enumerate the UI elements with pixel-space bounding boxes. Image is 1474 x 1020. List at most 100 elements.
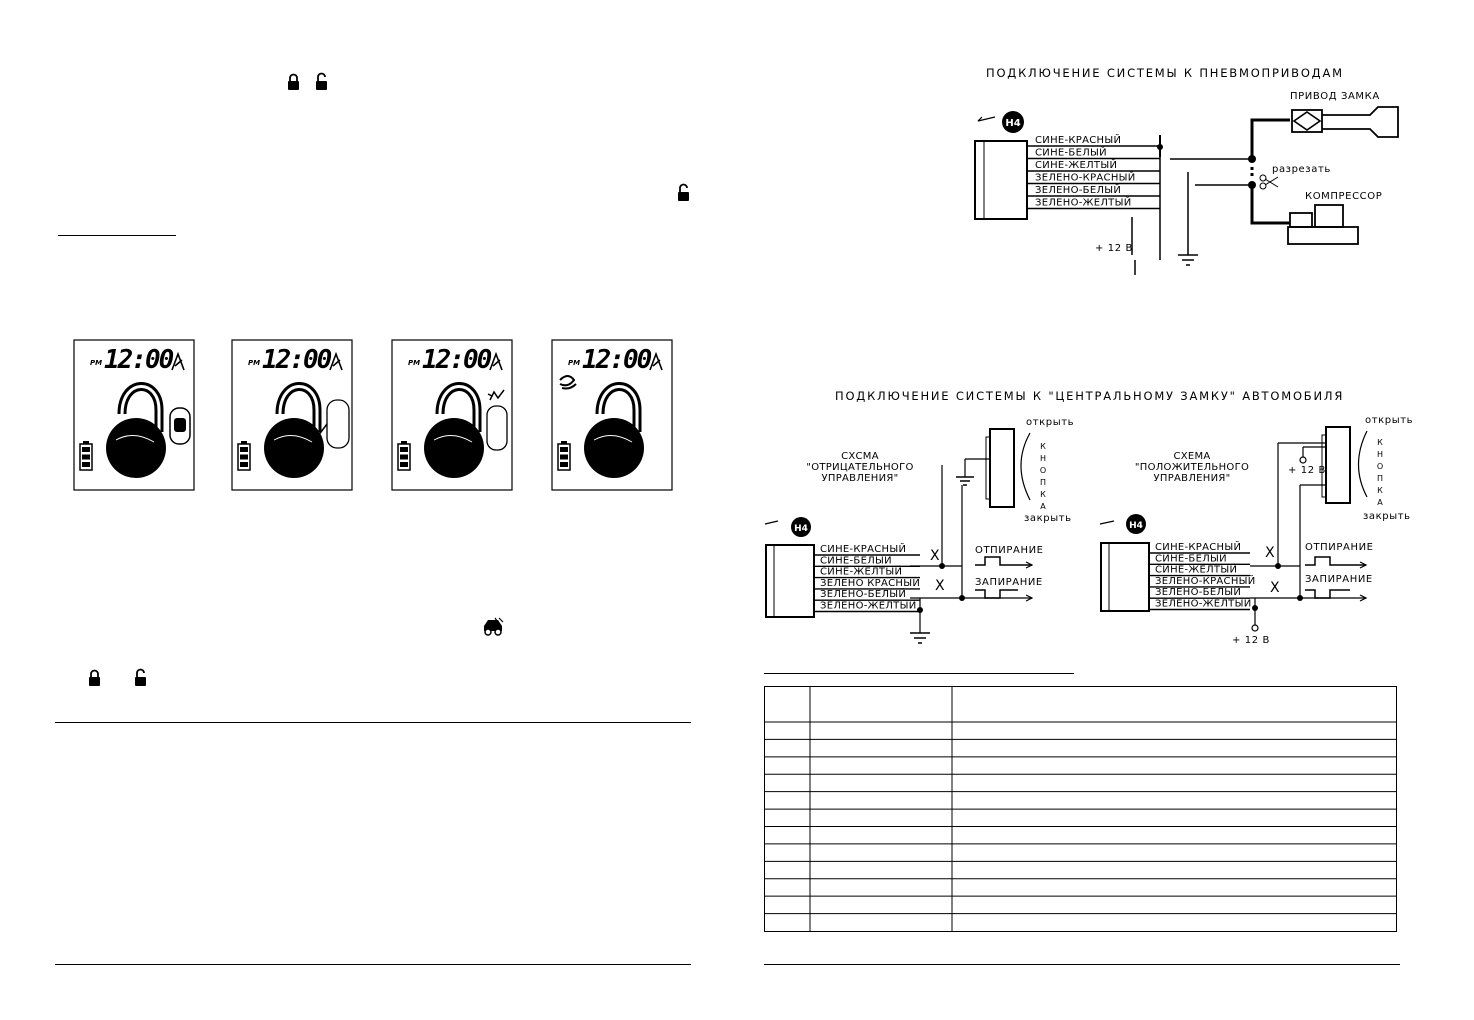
- svg-text:H4: H4: [1129, 521, 1143, 531]
- lock-actuator-label: ПРИВОД ЗАМКА: [1290, 91, 1380, 102]
- wire-label: СИНЕ-ЖЕЛТЫЙ: [1035, 158, 1117, 171]
- svg-text:"ПОЛОЖИТЕЛЬНОГО: "ПОЛОЖИТЕЛЬНОГО: [1135, 462, 1249, 473]
- connector-block: [974, 140, 1028, 220]
- svg-text:PM: PM: [408, 359, 420, 367]
- wire-label: ЗЕЛЕНО-КРАСНЫЙ: [1035, 171, 1136, 184]
- padlock-body: [584, 418, 644, 478]
- antenna-icon: [489, 351, 503, 371]
- padlock-shackle-icon: [435, 382, 482, 432]
- padlock-unlocked-icon: [316, 72, 327, 90]
- compressor-label: КОМПРЕССОР: [1305, 191, 1382, 202]
- lcd-time: 12:00: [582, 345, 652, 375]
- padlock-unlocked-icon: [135, 668, 146, 686]
- padlock-body: [424, 418, 484, 478]
- svg-text:открыть: открыть: [1026, 417, 1074, 428]
- wire-label: СИНЕ-БЕЛЫЙ: [820, 553, 892, 566]
- svg-text:ОТПИРАНИЕ: ОТПИРАНИЕ: [1305, 542, 1374, 553]
- padlock-shackle-icon: [117, 382, 164, 432]
- lcd-time: 12:00: [104, 345, 174, 375]
- button-letter: К: [1377, 438, 1383, 447]
- svg-text:X: X: [1270, 580, 1280, 596]
- svg-text:ОТПИРАНИЕ: ОТПИРАНИЕ: [975, 545, 1044, 556]
- button-letter: П: [1377, 474, 1383, 483]
- pos-button-body: [1325, 426, 1351, 504]
- siren-icon: [559, 375, 577, 390]
- antenna-icon: [329, 351, 343, 371]
- button-letter: Н: [1377, 450, 1383, 459]
- wire-label: СИНЕ-БЕЛЫЙ: [1155, 551, 1227, 564]
- central-title: ПОДКЛЮЧЕНИЕ СИСТЕМЫ К "ЦЕНТРАЛЬНОМУ ЗАМК…: [835, 389, 1344, 403]
- battery-icon: [397, 441, 411, 471]
- svg-text:X: X: [930, 548, 940, 564]
- wire-label: ЗЕЛЕНО-ЖЕЛТЫЙ: [1155, 597, 1252, 610]
- wire-label: СИНЕ-КРАСНЫЙ: [1035, 133, 1121, 146]
- footer-line-left: [55, 964, 691, 965]
- neg-button-body: [989, 428, 1015, 508]
- section-underline: [58, 235, 176, 236]
- button-letter: О: [1040, 466, 1046, 475]
- antenna-icon: [171, 351, 185, 371]
- button-letter: О: [1377, 462, 1383, 471]
- padlock-locked-icon: [288, 73, 299, 90]
- pneumo-diagram: ПОДКЛЮЧЕНИЕ СИСТЕМЫ К ПНЕВМОПРИВОДАМ H4 …: [974, 66, 1399, 275]
- button-letter: Н: [1040, 454, 1046, 463]
- negative-scheme: СХСМА "ОТРИЦАТЕЛЬНОГО УПРАВЛЕНИЯ" H4 СИН…: [764, 417, 1074, 644]
- button-letter: П: [1040, 478, 1046, 487]
- pneumo-title: ПОДКЛЮЧЕНИЕ СИСТЕМЫ К ПНЕВМОПРИВОДАМ: [986, 66, 1344, 80]
- wire-label: ЗЕЛЕНО-ЖЕЛТЫЙ: [820, 599, 917, 612]
- svg-text:закрыть: закрыть: [1363, 511, 1411, 522]
- battery-icon: [79, 441, 93, 471]
- neg-connector-block: [765, 544, 815, 618]
- wire-label: СИНЕ-ЖЕЛТЫЙ: [820, 565, 902, 578]
- svg-text:УПРАВЛЕНИЯ": УПРАВЛЕНИЯ": [1153, 473, 1230, 484]
- svg-text:ЗАПИРАНИЕ: ЗАПИРАНИЕ: [1305, 574, 1373, 585]
- battery-icon: [557, 441, 571, 471]
- svg-text:+ 12 В: + 12 В: [1288, 465, 1326, 476]
- wire-label: ЗЕЛЕНО-КРАСНЫЙ: [1155, 574, 1256, 587]
- car-alarm-icon: [484, 617, 504, 636]
- padlock-shackle-icon: [595, 382, 642, 432]
- footer-line-right: [764, 964, 1400, 965]
- padlock-body: [264, 418, 324, 478]
- svg-text:X: X: [935, 578, 945, 594]
- svg-text:СХСМА: СХСМА: [841, 451, 879, 462]
- button-letter: К: [1377, 486, 1383, 495]
- wire-label: ЗЕЛЕНО-БЕЛЫЙ: [1035, 183, 1121, 196]
- positive-scheme: СХЕМА "ПОЛОЖИТЕЛЬНОГО УПРАВЛЕНИЯ" H4 СИН…: [1099, 415, 1413, 646]
- button-letter: А: [1040, 502, 1046, 511]
- wire-table: [764, 686, 1397, 932]
- svg-text:H4: H4: [794, 524, 808, 534]
- svg-text:PM: PM: [568, 359, 580, 367]
- scissors-icon: [1259, 174, 1279, 190]
- divider-line: [55, 722, 691, 723]
- svg-text:закрыть: закрыть: [1024, 513, 1072, 524]
- svg-text:PM: PM: [248, 359, 260, 367]
- cut-label: разрезать: [1272, 164, 1331, 175]
- svg-text:X: X: [1265, 545, 1275, 561]
- wire-label: ЗЕЛЕНО-ЖЕЛТЫЙ: [1035, 196, 1132, 209]
- pos-connector-block: [1100, 542, 1150, 612]
- wire-label: СИНЕ-КРАСНЫЙ: [1155, 540, 1241, 553]
- svg-text:PM: PM: [90, 359, 102, 367]
- svg-text:"ОТРИЦАТЕЛЬНОГО: "ОТРИЦАТЕЛЬНОГО: [806, 462, 913, 473]
- table-caption-line: [764, 673, 1074, 674]
- connector-label: H4: [1005, 118, 1020, 129]
- svg-text:открыть: открыть: [1365, 415, 1413, 426]
- padlock-unlocked-icon: [678, 183, 689, 201]
- padlock-locked-icon: [89, 669, 100, 686]
- wire-label: СИНЕ-БЕЛЫЙ: [1035, 146, 1107, 159]
- button-letter: К: [1040, 490, 1046, 499]
- lcd-time: 12:00: [262, 345, 332, 375]
- car-alarm-triggered-icon: [486, 405, 508, 451]
- button-letter: А: [1377, 498, 1383, 507]
- wire-label: ЗЕЛЕНО-БЕЛЫЙ: [820, 587, 906, 600]
- compressor-body: [1287, 226, 1359, 245]
- svg-text:СХЕМА: СХЕМА: [1173, 451, 1210, 462]
- car-door-open-icon: [326, 399, 350, 449]
- lock-actuator-body: [1291, 109, 1323, 133]
